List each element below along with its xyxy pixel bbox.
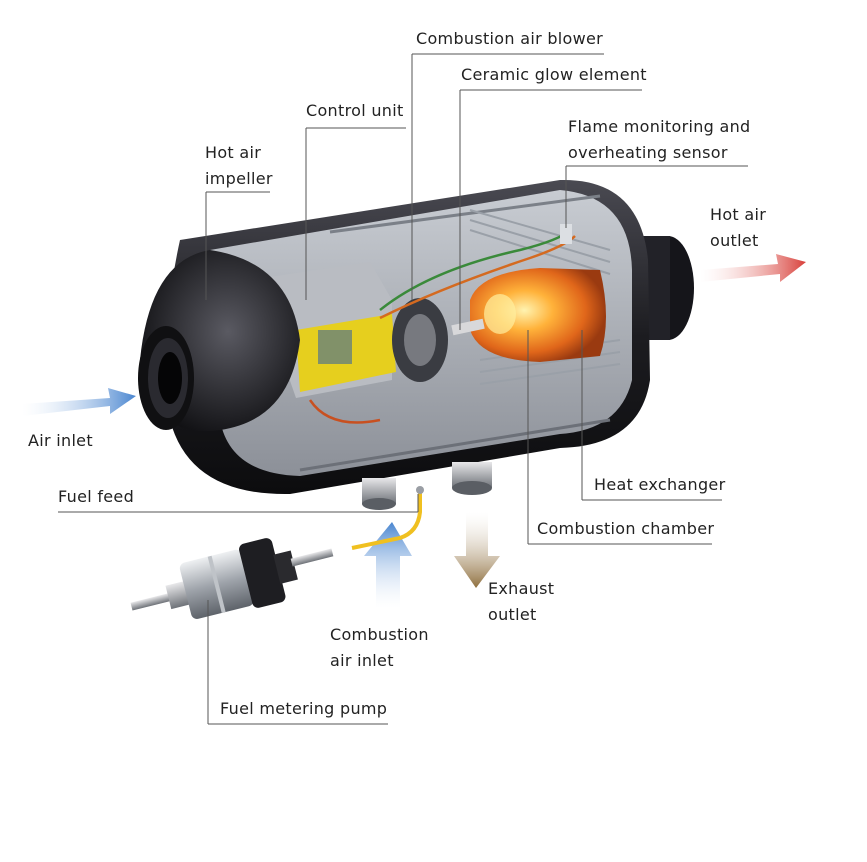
- label-heat-exchanger: Heat exchanger: [594, 475, 726, 494]
- flame-icon: [470, 268, 606, 362]
- label-exhaust-outlet-line2: outlet: [488, 605, 537, 624]
- hot-air-outlet-arrow: [700, 254, 806, 282]
- label-flame-sensor-line2: overheating sensor: [568, 143, 728, 162]
- label-hot-air-impeller-line1: Hot air: [205, 143, 262, 162]
- label-hot-air-impeller-line2: impeller: [205, 169, 273, 188]
- fuel-metering-pump-icon: [130, 538, 334, 619]
- heater-housing-cutaway-icon: [138, 179, 694, 510]
- label-combustion-air-inlet-line2: air inlet: [330, 651, 394, 670]
- label-air-inlet: Air inlet: [28, 431, 93, 450]
- label-control-unit: Control unit: [306, 101, 404, 120]
- label-hot-air-outlet-line1: Hot air: [710, 205, 767, 224]
- label-hot-air-outlet-line2: outlet: [710, 231, 759, 250]
- label-ceramic-glow-element: Ceramic glow element: [461, 65, 647, 84]
- leader-lines: [58, 53, 748, 725]
- label-exhaust-outlet-line1: Exhaust: [488, 579, 555, 598]
- label-combustion-chamber: Combustion chamber: [537, 519, 715, 538]
- label-flame-sensor-line1: Flame monitoring and: [568, 117, 751, 136]
- label-combustion-air-inlet-line1: Combustion: [330, 625, 429, 644]
- fuel-line: [351, 490, 422, 550]
- label-combustion-air-blower: Combustion air blower: [416, 29, 604, 48]
- label-fuel-metering-pump: Fuel metering pump: [220, 699, 388, 718]
- air-inlet-arrow: [22, 388, 136, 416]
- label-fuel-feed: Fuel feed: [58, 487, 135, 506]
- exhaust-outlet-arrow: [454, 512, 500, 588]
